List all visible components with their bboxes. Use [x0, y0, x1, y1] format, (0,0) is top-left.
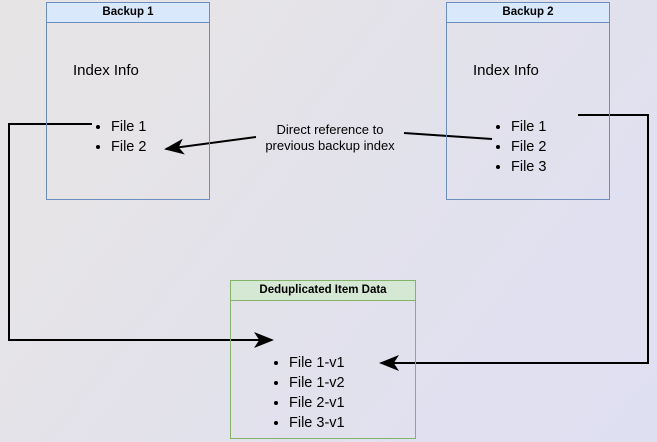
list-item: File 3-v1: [289, 413, 345, 433]
list-item: File 1-v2: [289, 373, 345, 393]
list-item: File 3: [511, 157, 546, 177]
node-deduplicated-item-data-header: Deduplicated Item Data: [231, 281, 415, 301]
backup-2-index-info-label: Index Info: [473, 62, 539, 79]
node-backup-2-header: Backup 2: [447, 3, 609, 23]
node-backup-1-header: Backup 1: [47, 3, 209, 23]
node-backup-2-body: Index Info File 1 File 2 File 3: [447, 23, 609, 199]
list-item: File 2-v1: [289, 393, 345, 413]
node-backup-2[interactable]: Backup 2 Index Info File 1 File 2 File 3: [446, 2, 610, 200]
list-item: File 1: [511, 117, 546, 137]
edge-label-line-2: previous backup index: [265, 138, 395, 153]
list-item: File 1: [111, 117, 146, 137]
node-backup-1-body: Index Info File 1 File 2: [47, 23, 209, 199]
node-backup-1[interactable]: Backup 1 Index Info File 1 File 2: [46, 2, 210, 200]
node-deduplicated-item-data[interactable]: Deduplicated Item Data File 1-v1 File 1-…: [230, 280, 416, 439]
list-item: File 2: [111, 137, 146, 157]
node-deduplicated-item-data-body: File 1-v1 File 1-v2 File 2-v1 File 3-v1: [231, 301, 415, 438]
list-item: File 1-v1: [289, 353, 345, 373]
list-item: File 2: [511, 137, 546, 157]
backup-1-index-info-label: Index Info: [73, 62, 139, 79]
backup-1-file-list: File 1 File 2: [95, 117, 146, 157]
edge-label-line-1: Direct reference to: [276, 122, 384, 137]
edge-label-direct-reference: Direct reference to previous backup inde…: [251, 122, 409, 154]
backup-2-file-list: File 1 File 2 File 3: [495, 117, 546, 177]
dedup-file-list: File 1-v1 File 1-v2 File 2-v1 File 3-v1: [273, 353, 345, 433]
